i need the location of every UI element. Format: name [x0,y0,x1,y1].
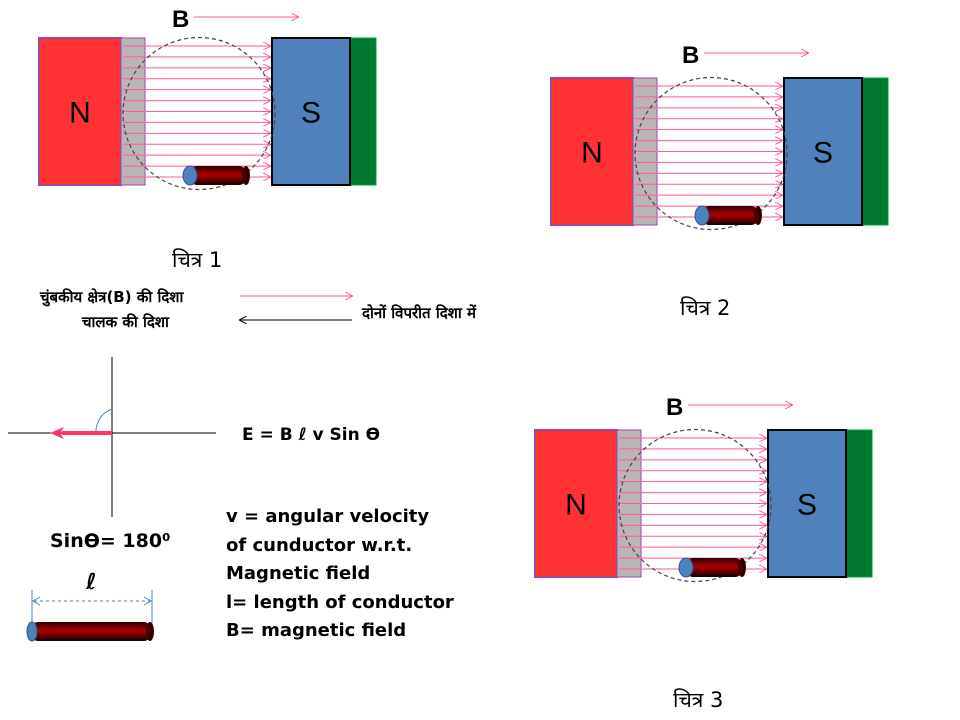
b-field-label: B [172,6,189,33]
figure-1: B N S [38,6,377,191]
south-label: S [797,489,817,522]
south-back-plate [860,77,889,226]
angle-axes [8,357,216,517]
south-pole [767,429,847,578]
conductor-end [242,166,250,185]
conductor-cap [678,557,694,578]
conductor-rod [182,165,250,186]
south-label: S [813,137,833,170]
north-label: N [69,97,91,130]
south-label: S [301,97,321,130]
conductor-cap [694,205,710,226]
figure-3: B N S [534,394,873,583]
emf-formula: E = B ℓ v Sin ϴ [242,425,381,445]
legend-line-1: v = angular velocity [226,506,430,527]
south-back-plate [844,429,873,578]
conductor-rod [678,557,746,578]
legend-line-2: of cunductor w.r.t. [226,534,413,556]
angle-caption: Sinϴ= 180⁰ [50,530,171,552]
figure-3-caption: चित्र 3 [673,688,724,712]
south-pole [271,37,351,186]
north-label: N [581,137,603,170]
variable-legend: v = angular velocity of cunductor w.r.t.… [226,503,454,646]
field-direction-label: चुंबकीय क्षेत्र(B) की दिशा [40,288,184,306]
north-pole [550,77,634,226]
conductor-rod [694,205,762,226]
opposite-direction-label: दोनों विपरीत दिशा में [362,304,476,322]
south-pole [783,77,863,226]
conductor-end [738,558,746,577]
conductor-end [754,206,762,225]
conductor-rod-cap [26,621,38,642]
rotation-path [618,428,772,583]
conductor-direction-label: चालक की दिशा [82,313,169,331]
figure-2-caption: चित्र 2 [680,296,731,320]
conductor-rod-large [26,621,154,642]
angle-arc [95,408,113,434]
figure-2: B N S [550,42,889,231]
rotation-path [634,76,788,231]
legend-line-3: Magnetic field [226,563,371,584]
length-symbol: ℓ [86,570,97,595]
b-field-label: B [666,394,683,421]
rotation-path [122,36,276,191]
conductor-body [686,558,742,577]
legend-line-4: l= length of conductor [226,591,454,613]
north-pole [38,37,122,186]
south-back-plate [348,37,377,186]
conductor-body [702,206,758,225]
b-field-label: B [682,42,699,69]
north-label: N [565,489,587,522]
legend-line-5: B= magnetic field [226,620,407,641]
conductor-body [190,166,246,185]
conductor-cap [182,165,198,186]
figure-1-caption: चित्र 1 [172,248,223,272]
